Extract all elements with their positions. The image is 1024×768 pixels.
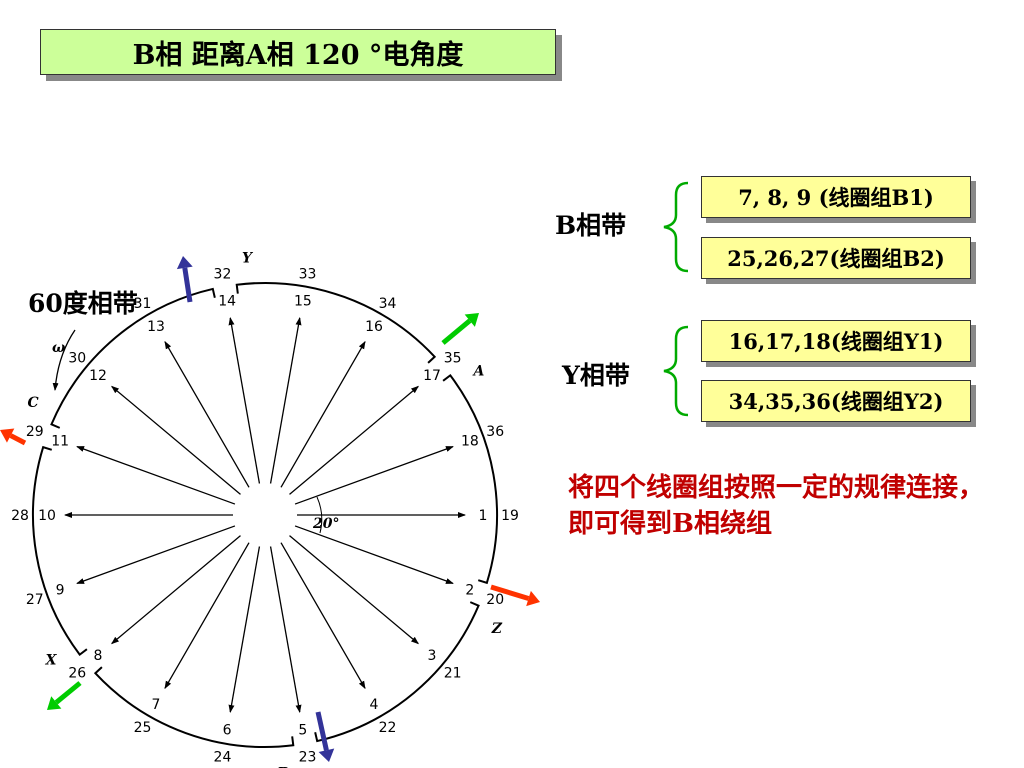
slot-number-label: 7 — [152, 697, 161, 713]
phase-letter-label: Y — [242, 251, 254, 267]
slot-number-label: 33 — [299, 267, 317, 283]
slot-number-label: 31 — [134, 296, 152, 312]
slot-number-label: 36 — [486, 424, 504, 440]
slot-number-label: 13 — [147, 319, 165, 335]
angle-arc — [316, 496, 323, 534]
phase-band-arc — [314, 601, 480, 743]
phase-band-arc — [442, 373, 498, 585]
phase-letter-label: X — [45, 652, 58, 668]
slot-number-label: 11 — [51, 433, 69, 449]
slot-phasor-arrow — [280, 542, 366, 690]
slot-phasor-arrow — [111, 385, 241, 495]
axis-arrow-x-head — [0, 428, 15, 443]
slot-number-label: 10 — [38, 508, 56, 524]
slot-number-label: 19 — [501, 508, 519, 524]
slot-number-label: 14 — [218, 293, 236, 309]
rotation-arrow — [52, 329, 76, 391]
slot-number-label: 26 — [68, 665, 86, 681]
axis-arrow-a-head — [526, 590, 540, 607]
axis-arrow-y-head — [464, 313, 479, 327]
slot-number-label: 6 — [223, 723, 232, 739]
slot-number-label: 25 — [134, 720, 152, 736]
slot-phasor-arrow — [289, 385, 419, 495]
axis-arrow-b-head — [47, 696, 62, 710]
slot-number-label: 5 — [298, 723, 307, 739]
slot-phasor-arrow — [228, 546, 261, 713]
phase-letter-label: A — [471, 364, 484, 380]
phase-letter-label: Z — [491, 621, 503, 637]
phase-band-arc — [50, 287, 216, 429]
slot-number-label: 17 — [423, 368, 441, 384]
axis-arrow-a — [490, 584, 530, 601]
slot-phasor-arrow — [269, 317, 302, 484]
phase-band-arc — [32, 445, 88, 657]
slot-number-label: 34 — [379, 296, 397, 312]
slot-number-label: 20 — [486, 592, 504, 608]
phase-band-arc — [93, 666, 295, 748]
axis-arrow-b — [54, 681, 82, 705]
b-band-brace — [663, 181, 689, 273]
y-band-label: Y相带 — [562, 361, 630, 390]
slot-phasor-arrow — [164, 542, 250, 690]
slot-number-label: 22 — [379, 720, 397, 736]
axis-arrow-x — [9, 433, 27, 446]
slot-number-label: 18 — [461, 433, 479, 449]
axis-arrow-z-head — [318, 748, 335, 762]
y-band-brace — [663, 325, 689, 417]
page-title: B相 距离A相 120 °电角度 — [40, 29, 556, 75]
slot-phasor-arrow — [294, 445, 454, 505]
slot-phasor-arrow — [111, 535, 241, 645]
axis-arrow-c-head — [176, 256, 193, 270]
phase-band-arc — [235, 282, 437, 364]
slot-number-label: 24 — [214, 749, 232, 765]
b1-group-box: 7, 8, 9 (线圈组B1) — [701, 176, 971, 218]
omega-label: ω — [52, 340, 66, 356]
slot-phasor-arrow — [289, 535, 419, 645]
b-band-label: B相带 — [555, 211, 627, 240]
y1-group-box: 16,17,18(线圈组Y1) — [701, 320, 971, 362]
angle-label: 20° — [312, 516, 339, 532]
slot-phasor-arrow — [269, 546, 302, 713]
axis-arrow-z — [315, 711, 329, 751]
slot-number-label: 29 — [26, 424, 44, 440]
slot-number-label: 8 — [94, 648, 103, 664]
axis-arrow-c — [182, 267, 193, 303]
connection-note: 将四个线圈组按照一定的规律连接，即可得到B相绕组 — [568, 473, 985, 539]
slot-phasor-arrow — [280, 340, 366, 488]
slot-number-label: 28 — [11, 508, 29, 524]
slot-number-label: 1 — [479, 508, 488, 524]
band60-label: 60度相带 — [28, 289, 138, 318]
slot-number-label: 23 — [299, 749, 317, 765]
slot-phasor-arrow — [76, 525, 236, 585]
slot-number-label: 3 — [428, 648, 437, 664]
phase-letter-label: B — [276, 765, 289, 768]
slot-number-label: 32 — [214, 267, 232, 283]
slot-number-label: 12 — [89, 368, 107, 384]
slot-phasor-arrow — [164, 340, 250, 488]
axis-arrow-y — [441, 318, 472, 345]
slot-number-label: 2 — [465, 583, 474, 599]
slot-number-label: 35 — [444, 351, 462, 367]
slot-phasor-arrow — [228, 317, 261, 484]
slot-number-label: 21 — [444, 665, 462, 681]
slot-number-label: 16 — [365, 319, 383, 335]
slot-number-label: 9 — [56, 583, 65, 599]
phase-letter-label: C — [28, 395, 39, 411]
slot-number-label: 15 — [294, 293, 312, 309]
y2-group-box: 34,35,36(线圈组Y2) — [701, 380, 971, 422]
slot-phasor-arrow — [294, 525, 454, 585]
slot-phasor-arrow — [76, 445, 236, 505]
slot-number-label: 30 — [68, 351, 86, 367]
b2-group-box: 25,26,27(线圈组B2) — [701, 237, 971, 279]
slot-number-label: 27 — [26, 592, 44, 608]
slot-number-label: 4 — [370, 697, 379, 713]
